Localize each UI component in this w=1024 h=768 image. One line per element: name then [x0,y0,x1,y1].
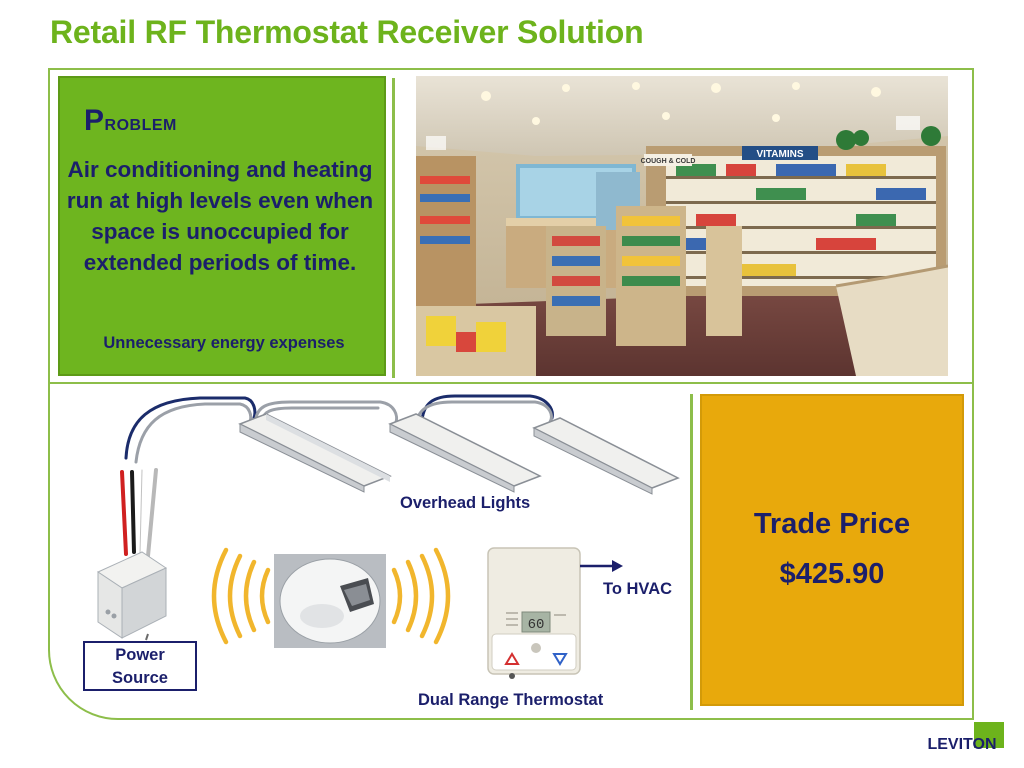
cough-cold-sign: COUGH & COLD [641,158,696,165]
problem-panel: Problem Air conditioning and heating run… [58,76,386,376]
leviton-logo-text: LEVITON [927,736,996,753]
wireless-signal-left-icon [211,547,271,645]
vertical-divider-bottom [690,394,693,710]
to-hvac-label: To HVAC [603,580,673,598]
thermostat-label: Dual Range Thermostat [418,691,604,709]
content-frame [48,68,974,720]
power-source-label: Power Source [83,641,197,691]
problem-heading-rest: roblem [104,109,177,135]
slide-title: Retail RF Thermostat Receiver Solution [50,14,644,50]
pharmacy-store-photo: VITAMINS COUGH & COLD [416,76,948,376]
temp-up-icon [504,652,520,665]
overhead-light-3 [532,417,680,495]
trade-price-value: $425.90 [779,558,885,590]
vitamins-sign: VITAMINS [756,149,803,160]
overhead-lights-label: Overhead Lights [400,494,531,512]
wireless-signal-right-icon [391,547,451,645]
overhead-light-1 [238,413,392,493]
problem-description: Air conditioning and heating run at high… [66,157,374,275]
power-pack-device [96,551,168,641]
occupancy-sensor [274,554,386,648]
temp-down-icon [552,653,568,666]
trade-price-label: Trade Price [753,508,911,540]
leviton-logo: LEVITON [927,722,1004,753]
thermostat-display: 60 [528,617,545,633]
wiring-diagram: 60 [96,394,680,679]
problem-heading-initial: P [84,104,105,137]
hvac-arrow-icon [580,560,623,572]
trade-price-panel: Trade Price $425.90 [700,394,964,706]
problem-consequence: Unnecessary energy expenses [103,334,345,352]
vertical-divider-top [392,78,395,378]
dual-range-thermostat: 60 [487,547,581,679]
horizontal-divider [50,382,974,384]
overhead-light-2 [388,413,542,493]
problem-heading: Problem [84,104,177,138]
